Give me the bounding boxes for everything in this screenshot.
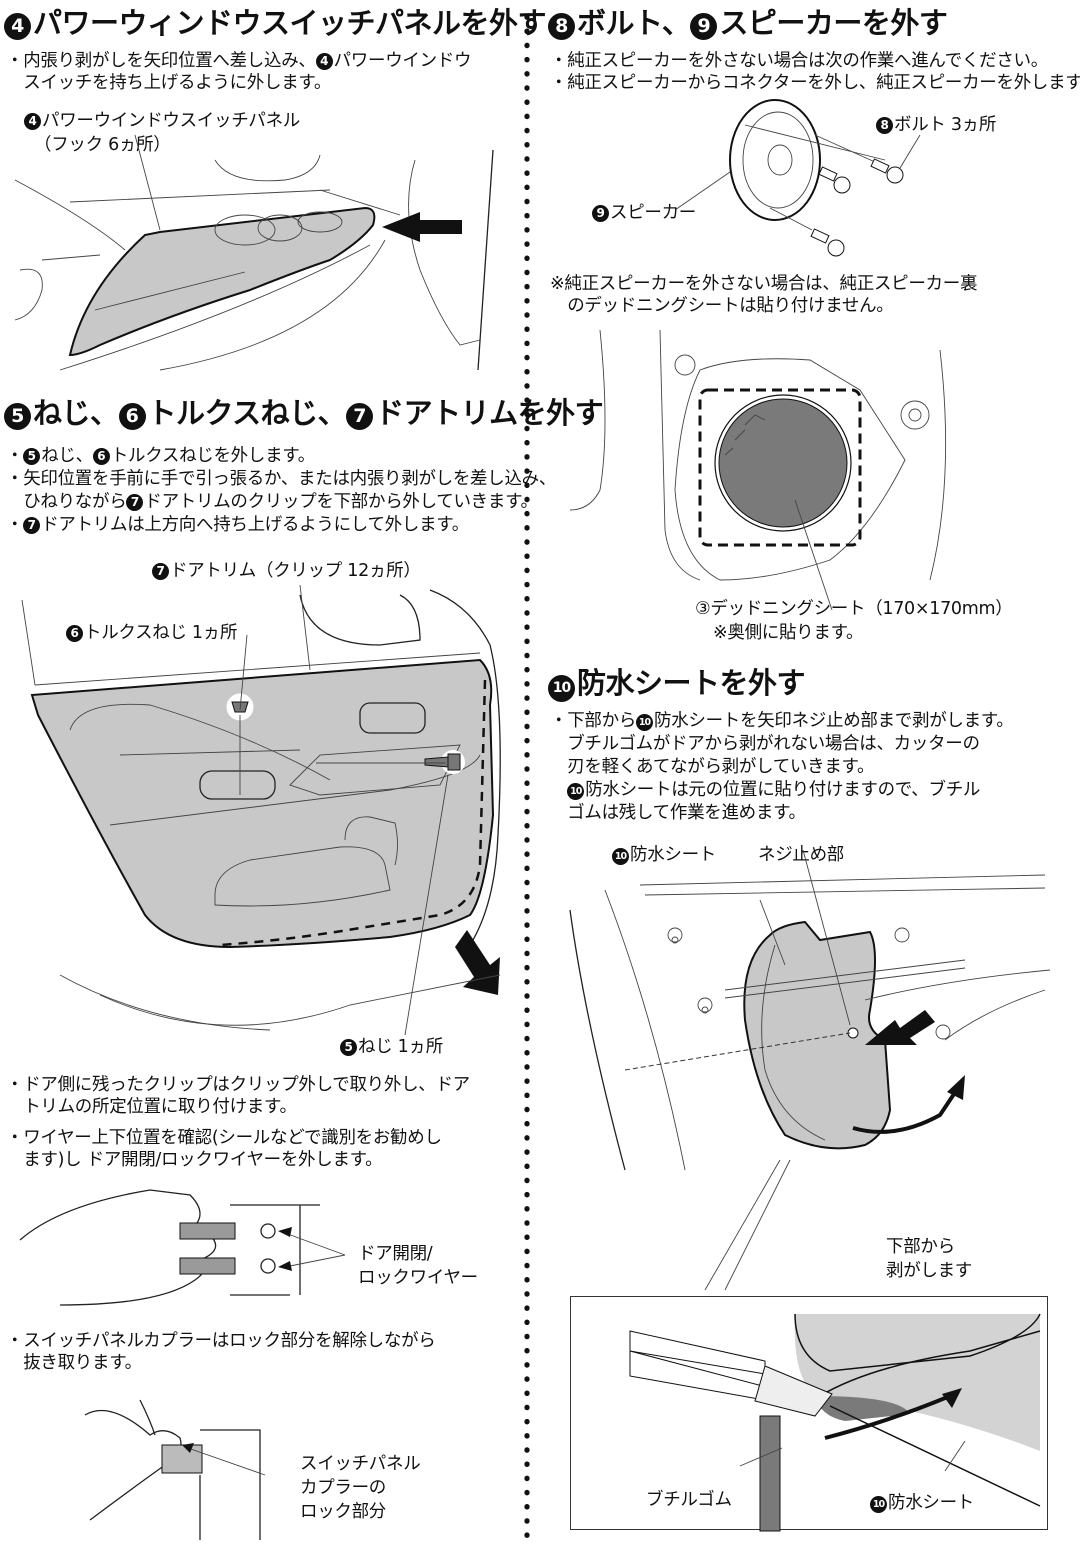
door-trim-diagram (21, 584, 501, 1036)
bolt-icon (870, 158, 904, 184)
peel-label-line-2: 剥がします (886, 1261, 972, 1281)
bolt-icon (810, 228, 845, 257)
step-number-badge: 4 (315, 53, 333, 70)
speaker-diagram (674, 99, 921, 257)
waterproof-sheet-diagram (569, 849, 1051, 1291)
switch-panel-shape (68, 206, 376, 357)
section-4-body-line-2: スイッチを持ち上げるように外します。 (6, 73, 332, 93)
section-10-body-line-3: 刃を軽くあてながら剥がしていきます。 (550, 757, 875, 777)
screw-point-label: ネジ止め部 (758, 845, 844, 865)
bolt-icon (818, 166, 851, 194)
section-8-body-line-1: ・純正スピーカーを外さない場合は次の作業へ進んでください。 (550, 51, 1048, 71)
door-trim-shape (30, 658, 495, 949)
door-pull-handle (199, 770, 276, 800)
detail-inset-diagram (629, 1313, 1041, 1532)
coupler-label-line-3: ロック部分 (300, 1502, 386, 1522)
door-curve (14, 179, 126, 251)
hand-outline (19, 1189, 217, 1306)
inset-sheet-area (794, 1314, 1040, 1451)
step-number-badge: 4 (4, 13, 31, 40)
step-number-badge: 7 (346, 403, 374, 430)
screw-point-arrow-icon (865, 1010, 935, 1045)
peel-arrow-icon (947, 1075, 965, 1100)
wire-label-line-2: ロックワイヤー (358, 1268, 478, 1288)
wire-diagram (19, 1189, 346, 1306)
speaker-hole (718, 398, 848, 528)
pry-arrow-icon (382, 212, 462, 242)
section-10-body-line-2: ブチルゴムがドアから剥がれない場合は、カッターの (550, 734, 980, 754)
butyl-rubber-strip (759, 1415, 781, 1532)
step-number-badge: 8 (548, 13, 575, 40)
waterproof-sheet-shape (743, 920, 892, 1150)
step-number-badge: 5 (4, 403, 31, 430)
wire-note-line-2: ます)し ドア開閉/ロックワイヤーを外します。 (6, 1150, 383, 1170)
butyl-rubber-label: ブチルゴム (646, 1490, 732, 1510)
deadening-sheet-label: ③デッドニングシート（170×170mm） (695, 599, 1013, 619)
hand-outline (84, 1409, 182, 1521)
switch-panel-diagram (14, 134, 494, 371)
section-8-body-line-2: ・純正スピーカーからコネクターを外し、純正スピーカーを外します。 (550, 73, 1080, 93)
deadening-diagram (569, 329, 947, 611)
inner-door-handle (359, 702, 426, 734)
cutter-blade (754, 1365, 833, 1417)
step-number-badge: 6 (118, 403, 146, 430)
door-handle-outline (14, 268, 43, 321)
section-5-body-line-2: ・矢印位置を手前に手で引っ張るか、または内張り剥がしを差し込み、 (6, 469, 557, 489)
clip-note-line-2: トリムの所定位置に取り付けます。 (6, 1097, 297, 1117)
coupler-label-line-2: カプラーの (300, 1478, 386, 1498)
clip-line-dashed (219, 679, 487, 947)
speaker-note-line-1: ※純正スピーカーを外さない場合は、純正スピーカー裏 (550, 274, 978, 294)
pull-arrow-icon (455, 930, 500, 995)
step-number-badge: 10 (548, 675, 575, 702)
section-10-body-line-5: ゴムは残して作業を進めます。 (550, 803, 806, 823)
inset-peel-arrow-icon (942, 1388, 962, 1408)
speaker-note-line-2: のデッドニングシートは貼り付けません。 (550, 296, 894, 316)
step-number-badge: 4 (24, 113, 41, 130)
wire-note-line-1: ・ワイヤー上下位置を確認(シールなどで識別をお勧めし (6, 1128, 442, 1148)
column-divider (524, 10, 530, 1540)
coupler-note-line-1: ・スイッチパネルカプラーはロック部分を解除しながら (6, 1331, 436, 1351)
speaker-icon (729, 99, 821, 221)
step-number-badge: 9 (690, 13, 718, 40)
peel-label-line-1: 下部から (886, 1237, 955, 1257)
coupler-label-line-1: スイッチパネル (300, 1454, 421, 1474)
deadening-sheet-outline (698, 388, 862, 547)
coupler-note-line-2: 抜き取ります。 (6, 1353, 142, 1373)
deadening-sheet-note: ※奥側に貼ります。 (713, 623, 864, 643)
clip-note-line-1: ・ドア側に残ったクリップはクリップ外しで取り外し、ドア (6, 1075, 470, 1095)
wire-label-line-1: ドア開閉/ (358, 1244, 433, 1264)
coupler-diagram (84, 1399, 266, 1540)
